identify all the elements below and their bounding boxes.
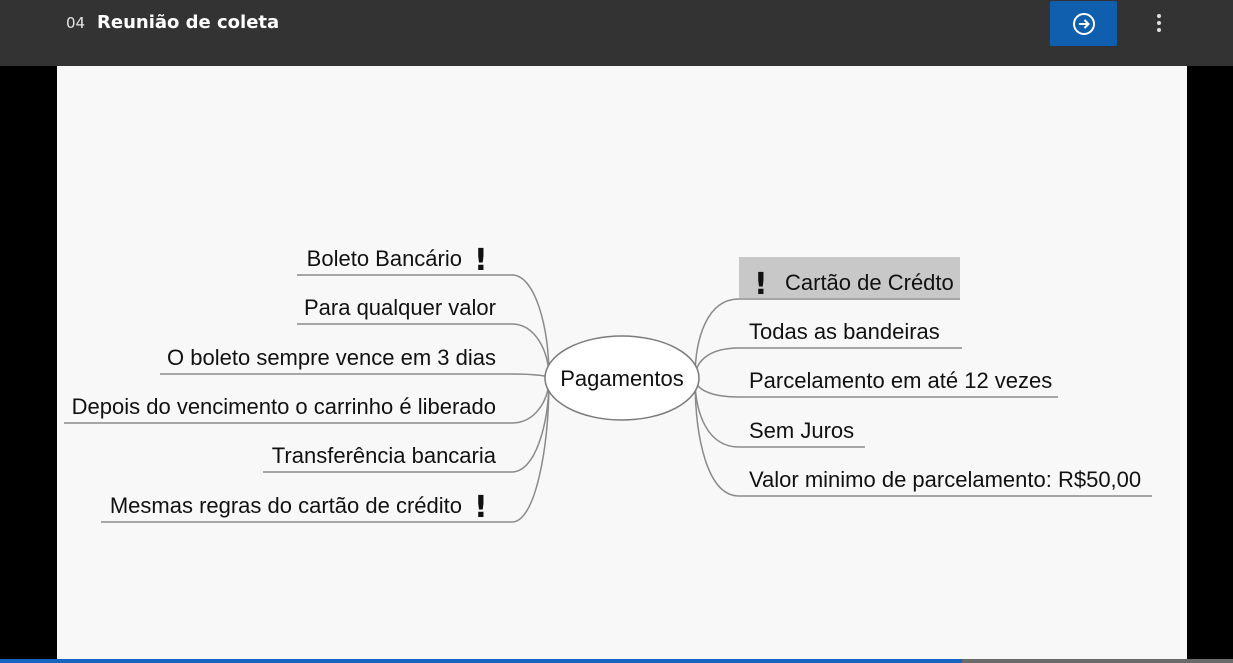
mind-map-connector [297,274,550,379]
more-vertical-icon [1157,14,1161,32]
mind-map-right-node: Valor minimo de parcelamento: R$50,00 [749,467,1141,492]
mind-map-connector [694,377,1152,497]
mind-map-left-node: O boleto sempre vence em 3 dias [167,345,496,370]
important-icon: ! [474,243,488,278]
mind-map-left-node: Boleto Bancário [307,246,462,271]
mind-map-center-label: Pagamentos [560,366,684,391]
next-lesson-button[interactable] [1050,1,1117,46]
mind-map-left-node: Transferência bancaria [272,443,497,468]
progress-bar-fill [0,659,962,663]
important-icon: ! [474,490,488,525]
mind-map-right-node: Todas as bandeiras [749,319,940,344]
mind-map-left-node: Depois do vencimento o carrinho é libera… [72,394,496,419]
progress-bar [0,659,1233,663]
mind-map-left-node: Para qualquer valor [304,295,496,320]
mind-map-right-node: Sem Juros [749,418,854,443]
mind-map-right-node: Cartão de Crédto [785,270,954,295]
arrow-right-circle-icon [1072,12,1095,35]
mind-map-connector [160,373,550,379]
important-icon: ! [754,267,768,302]
more-options-button[interactable] [1146,9,1172,37]
mind-map-connector [101,377,550,523]
slide-viewer: Pagamentos Boleto Bancário! Para qualquer… [57,66,1187,660]
mind-map-connector [694,298,960,379]
mind-map: Pagamentos Boleto Bancário! Para qualquer… [64,243,1152,525]
lesson-number: 04 [66,14,86,32]
mind-map-center-node [544,335,700,421]
top-bar: 04 Reunião de coleta [0,0,1233,66]
mind-map-left-node: Mesmas regras do cartão de crédito [110,493,462,518]
lesson-title: Reunião de coleta [97,12,280,33]
mind-map-right-node: Parcelamento em até 12 vezes [749,368,1052,393]
mind-map-highlight [739,257,960,298]
